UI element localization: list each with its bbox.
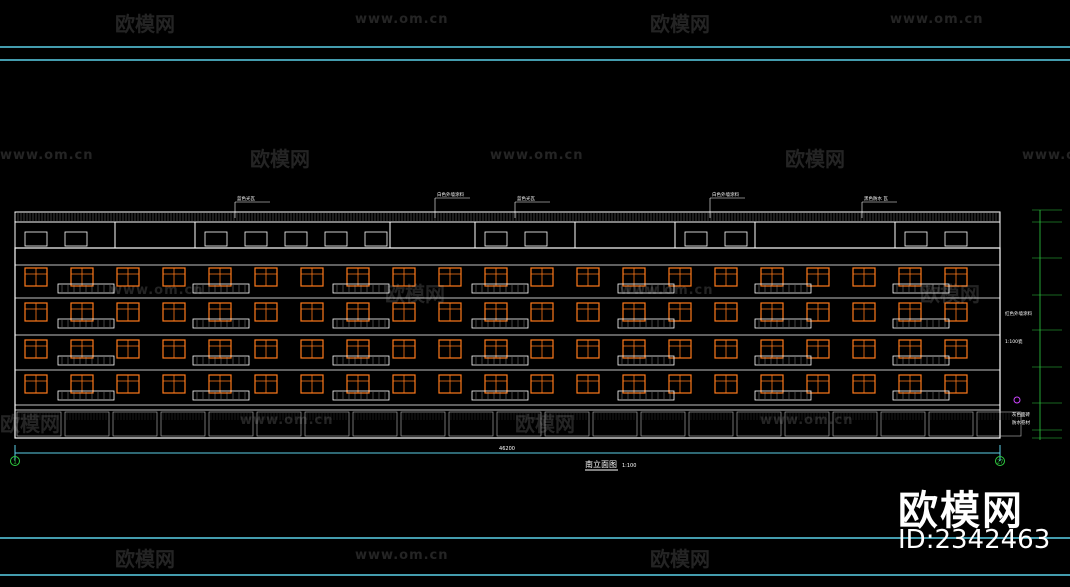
roof-label: 黑色防水 瓦 xyxy=(864,195,888,202)
svg-text:1: 1 xyxy=(13,459,17,466)
roof-window xyxy=(204,231,228,247)
side-note-2: 1:100瓷 xyxy=(1005,338,1023,345)
balcony xyxy=(192,318,250,329)
base-panel xyxy=(832,411,878,437)
balcony xyxy=(617,390,675,401)
balcony xyxy=(754,355,812,366)
building-elevation xyxy=(14,211,1022,439)
roof-label: 白色外墙涂料 xyxy=(437,191,464,198)
brand-id-label: ID:2342463 xyxy=(898,525,1051,555)
balcony xyxy=(892,318,950,329)
base-panel xyxy=(688,411,734,437)
roof-window xyxy=(944,231,968,247)
roof-label: 白色外墙涂料 xyxy=(712,191,739,198)
balcony xyxy=(617,355,675,366)
base-panel xyxy=(640,411,686,437)
balcony xyxy=(57,355,115,366)
base-panel xyxy=(592,411,638,437)
roof-window xyxy=(284,231,308,247)
roof-parapet xyxy=(14,211,1001,223)
roof-block xyxy=(474,221,576,249)
roof-label: 蓝色光瓦 xyxy=(237,195,255,202)
balcony xyxy=(892,283,950,294)
base-panel xyxy=(160,411,206,437)
overall-dimension: 46200 xyxy=(499,446,515,452)
roof-block xyxy=(894,221,1001,249)
base-panel xyxy=(880,411,926,437)
base-panel xyxy=(784,411,830,437)
balcony xyxy=(471,283,529,294)
base-panel xyxy=(64,411,110,437)
balcony xyxy=(332,283,390,294)
roof-window xyxy=(244,231,268,247)
balcony xyxy=(57,318,115,329)
balcony xyxy=(192,390,250,401)
balcony xyxy=(192,283,250,294)
brand-logo-text: 欧模网 xyxy=(898,488,1024,534)
roof-window xyxy=(64,231,88,247)
side-note-1: 红色外墙涂料 xyxy=(1005,310,1032,317)
balcony xyxy=(892,390,950,401)
base-panel xyxy=(736,411,782,437)
balcony xyxy=(192,355,250,366)
balcony xyxy=(57,390,115,401)
base-panel xyxy=(544,411,590,437)
balcony xyxy=(754,318,812,329)
base-panel xyxy=(928,411,974,437)
roof-window xyxy=(524,231,548,247)
drawing-scale: 1:100 xyxy=(622,463,636,469)
roof-window xyxy=(24,231,48,247)
roof-window xyxy=(484,231,508,247)
balcony xyxy=(754,390,812,401)
balcony xyxy=(57,283,115,294)
roof-window xyxy=(724,231,748,247)
base-panel xyxy=(112,411,158,437)
base-panel xyxy=(208,411,254,437)
section-marker xyxy=(1013,396,1021,404)
base-panel xyxy=(448,411,494,437)
balcony xyxy=(617,283,675,294)
roof-window xyxy=(324,231,348,247)
drawing-title: 南立面图 xyxy=(585,459,617,469)
balcony xyxy=(471,318,529,329)
base-panel xyxy=(400,411,446,437)
base-panel xyxy=(352,411,398,437)
base-panel xyxy=(16,411,62,437)
roof-window xyxy=(684,231,708,247)
roof-block xyxy=(14,221,116,249)
balcony xyxy=(471,390,529,401)
base-panel xyxy=(976,411,1022,437)
roof-block xyxy=(194,221,391,249)
roof-window xyxy=(364,231,388,247)
base-panel xyxy=(304,411,350,437)
roof-label: 蓝色光瓦 xyxy=(517,195,535,202)
roof-block xyxy=(674,221,756,249)
base-note-2: 防水卷材 xyxy=(1012,419,1030,426)
axis-bubble-right: 27 xyxy=(995,456,1005,466)
dimension-line xyxy=(14,445,1001,461)
balcony xyxy=(332,390,390,401)
level-markers xyxy=(1032,209,1062,440)
base-panel xyxy=(256,411,302,437)
balcony xyxy=(617,318,675,329)
base-panel xyxy=(496,411,542,437)
balcony xyxy=(332,318,390,329)
svg-text:27: 27 xyxy=(997,460,1003,466)
balcony xyxy=(754,283,812,294)
roof-window xyxy=(904,231,928,247)
base-note-1: 灰色面砖 xyxy=(1012,411,1030,418)
axis-bubble-left: 1 xyxy=(10,456,20,466)
balcony xyxy=(332,355,390,366)
balcony xyxy=(892,355,950,366)
drawing-frame xyxy=(0,46,1070,576)
balcony xyxy=(471,355,529,366)
